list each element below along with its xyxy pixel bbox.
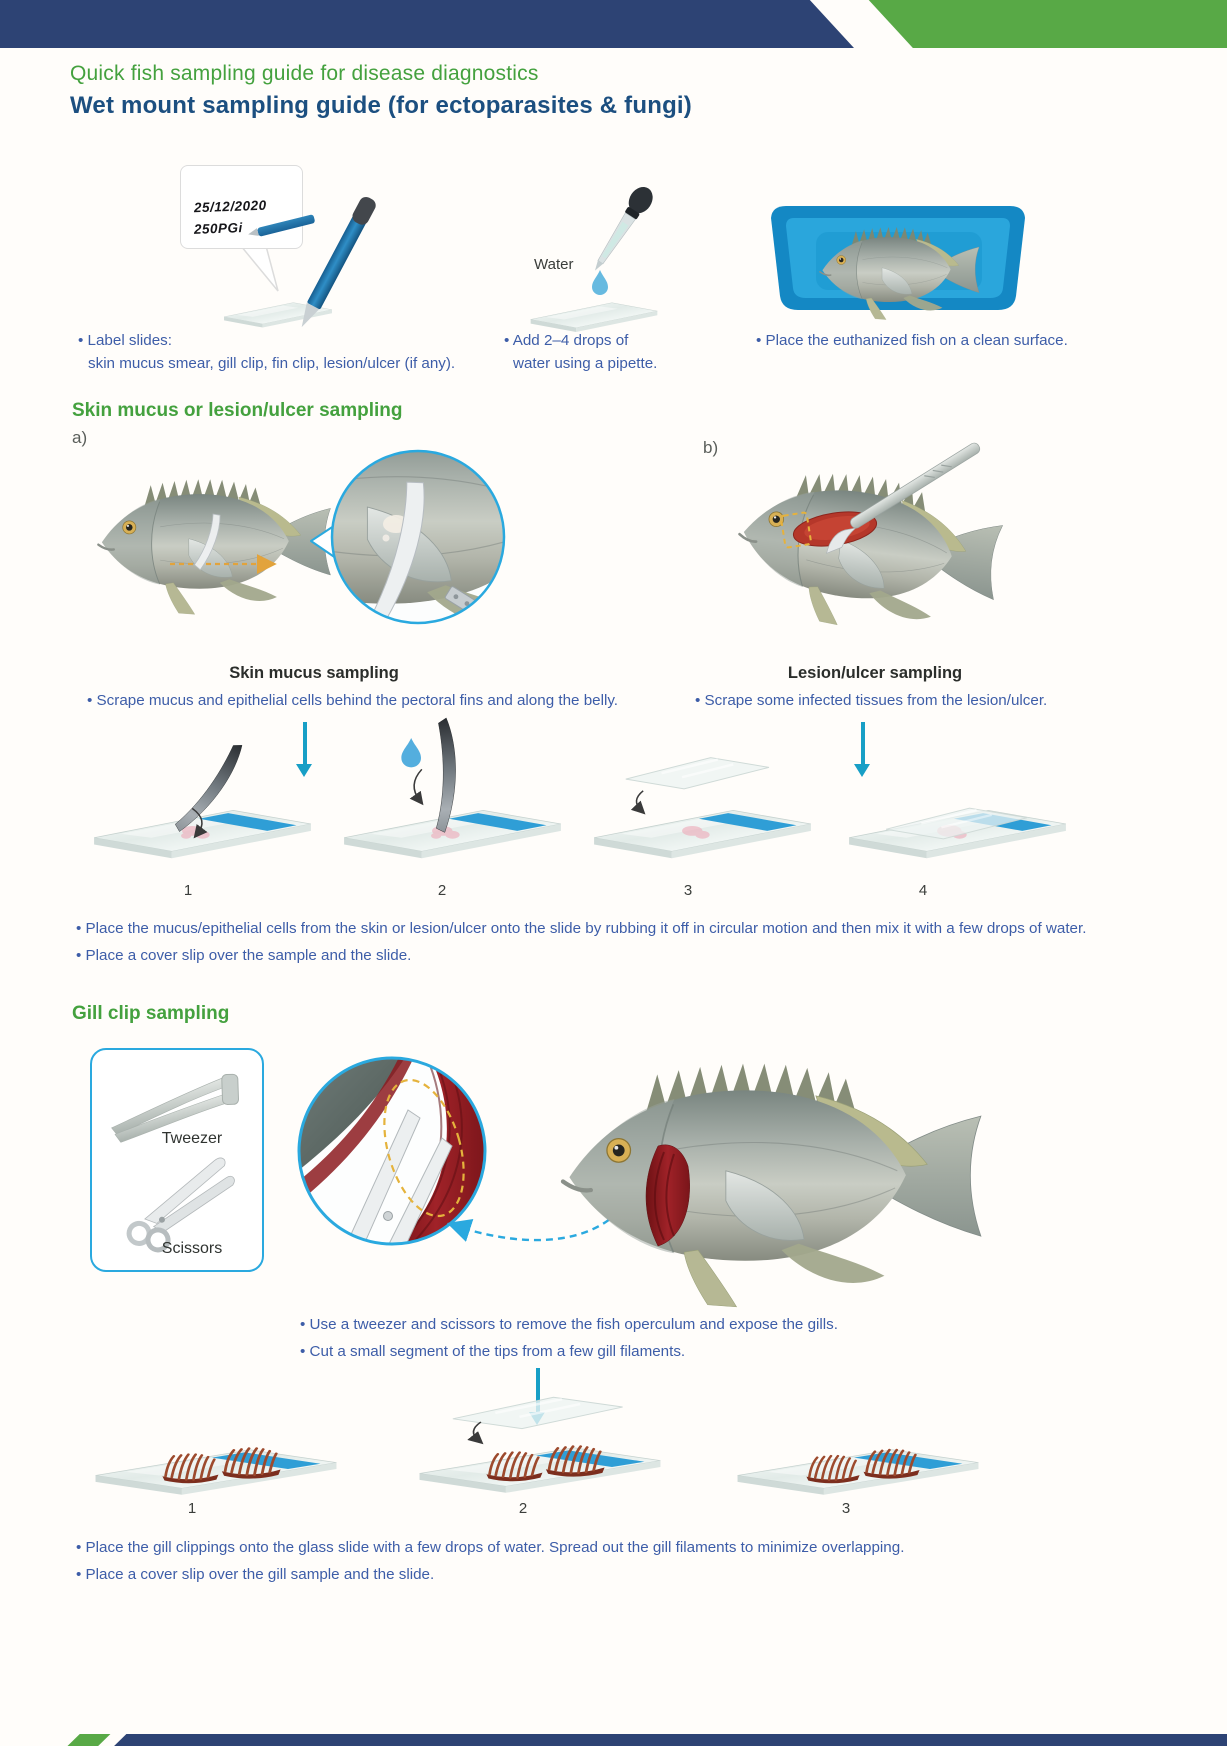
footer-blue-bar — [114, 1734, 1227, 1746]
sub-a-marker: a) — [72, 428, 88, 447]
gill-bullet-2: • Cut a small segment of the tips from a… — [300, 1343, 686, 1360]
skin-procedure-bullet-2: • Place a cover slip over the sample and… — [76, 947, 412, 964]
caption-lesion-ulcer: Lesion/ulcer sampling — [787, 664, 963, 682]
gill-bullet-1: • Use a tweezer and scissors to remove t… — [300, 1316, 838, 1333]
gill-zoom-circle — [297, 1056, 487, 1246]
skin-procedure-bullet-1: • Place the mucus/epithelial cells from … — [76, 920, 1087, 937]
page-kicker: Quick fish sampling guide for disease di… — [70, 62, 539, 85]
gill-section-heading: Gill clip sampling — [72, 1003, 230, 1024]
step-number: 3 — [841, 1500, 851, 1517]
tweezer-label: Tweezer — [161, 1130, 223, 1147]
slide-label-date: 25/12/2020 — [193, 197, 267, 216]
skin-a-bullet: • Scrape mucus and epithelial cells behi… — [87, 692, 619, 709]
skin-section-heading: Skin mucus or lesion/ulcer sampling — [72, 400, 403, 421]
water-drop-icon — [592, 270, 608, 295]
slide-label-code: 250PGi — [193, 220, 244, 237]
tweezer-icon — [111, 1073, 239, 1143]
bubble-tail — [239, 245, 279, 292]
label-slides-bullet: • Label slides: — [78, 332, 172, 349]
skin-b-bullet: • Scrape some infected tissues from the … — [695, 692, 1048, 709]
header-blue-bar — [0, 0, 854, 48]
slide-label-bubble: 25/12/2020 250PGi — [180, 165, 303, 249]
slide-step-3 — [590, 756, 815, 868]
step-number: 3 — [683, 882, 693, 899]
water-label: Water — [534, 256, 574, 273]
gill-procedure-bullet-1: • Place the gill clippings onto the glas… — [76, 1539, 905, 1556]
gill-slide-step-3 — [733, 1448, 983, 1504]
scissors-icon — [126, 1157, 235, 1253]
scissors-label: Scissors — [161, 1240, 223, 1257]
step-number: 2 — [437, 882, 447, 899]
fish-b-illustration — [728, 442, 1008, 645]
down-arrow-icon — [296, 722, 311, 777]
gill-slide-step-1 — [91, 1446, 341, 1504]
tray-with-fish — [771, 206, 1025, 321]
gill-procedure-bullet-2: • Place a cover slip over the gill sampl… — [76, 1566, 435, 1583]
gill-slide-step-2 — [415, 1395, 665, 1502]
big-fish-illustration — [540, 1034, 1010, 1309]
label-slides-bullet-line2: skin mucus smear, gill clip, fin clip, l… — [88, 355, 456, 372]
step-number: 1 — [183, 882, 193, 899]
step-number: 4 — [918, 882, 928, 899]
slide-step-2 — [340, 717, 565, 868]
page-title: Wet mount sampling guide (for ectoparasi… — [70, 92, 692, 119]
footer-green-bar — [67, 1734, 111, 1746]
dashed-arrow-icon — [446, 1211, 619, 1242]
slide-step-4 — [845, 806, 1070, 868]
down-arrow-icon — [854, 722, 869, 777]
tray-bullet: • Place the euthanized fish on a clean s… — [756, 332, 1068, 349]
water-bullet: • Add 2–4 drops of — [504, 332, 629, 349]
slide-step-1 — [90, 737, 315, 868]
sub-b-marker: b) — [703, 438, 719, 457]
caption-skin-mucus: Skin mucus sampling — [229, 664, 399, 682]
step-number: 1 — [187, 1500, 197, 1517]
fish-a-illustration — [97, 449, 506, 625]
pen-icon — [306, 196, 377, 310]
pipette-icon — [594, 186, 653, 271]
water-bullet-line2: water using a pipette. — [513, 355, 658, 372]
step-number: 2 — [518, 1500, 528, 1517]
tools-box: Tweezer Scissors — [90, 1048, 264, 1272]
header-green-bar — [868, 0, 1227, 48]
